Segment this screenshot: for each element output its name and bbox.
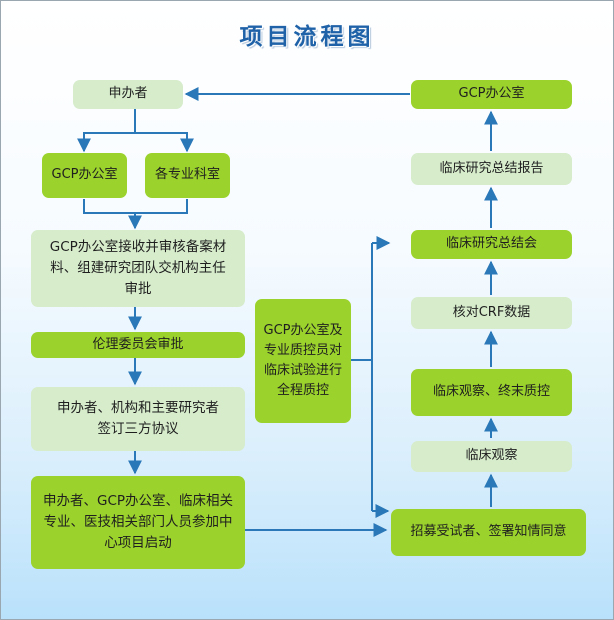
node-ethics: 伦理委员会审批 <box>31 332 245 358</box>
node-gcp-office-left: GCP办公室 <box>42 153 127 198</box>
node-kickoff: 申办者、GCP办公室、临床相关专业、医技相关部门人员参加中心项目启动 <box>31 476 245 569</box>
node-observe-qc: 临床观察、终末质控 <box>411 369 572 416</box>
connector-sponsor-split <box>77 107 136 153</box>
node-summary-report: 临床研究总结报告 <box>411 153 572 185</box>
node-observe: 临床观察 <box>411 441 572 472</box>
page-title: 项目流程图 <box>239 24 375 50</box>
node-agreement: 申办者、机构和主要研究者签订三方协议 <box>31 387 245 451</box>
node-review-materials: GCP办公室接收并审核备案材料、组建研究团队交机构主任审批 <box>31 230 245 307</box>
node-gcp-office-right: GCP办公室 <box>411 80 572 109</box>
node-crf-check: 核对CRF数据 <box>411 297 572 329</box>
node-recruit: 招募受试者、签署知情同意 <box>391 509 586 556</box>
node-summary-meeting: 临床研究总结会 <box>411 230 572 259</box>
node-departments: 各专业科室 <box>145 153 230 198</box>
connector-merge-left <box>83 199 188 214</box>
node-sponsor: 申办者 <box>73 80 183 109</box>
connector-split-departments <box>135 132 194 153</box>
node-quality-control: GCP办公室及专业质控员对临床试验进行全程质控 <box>255 299 351 423</box>
